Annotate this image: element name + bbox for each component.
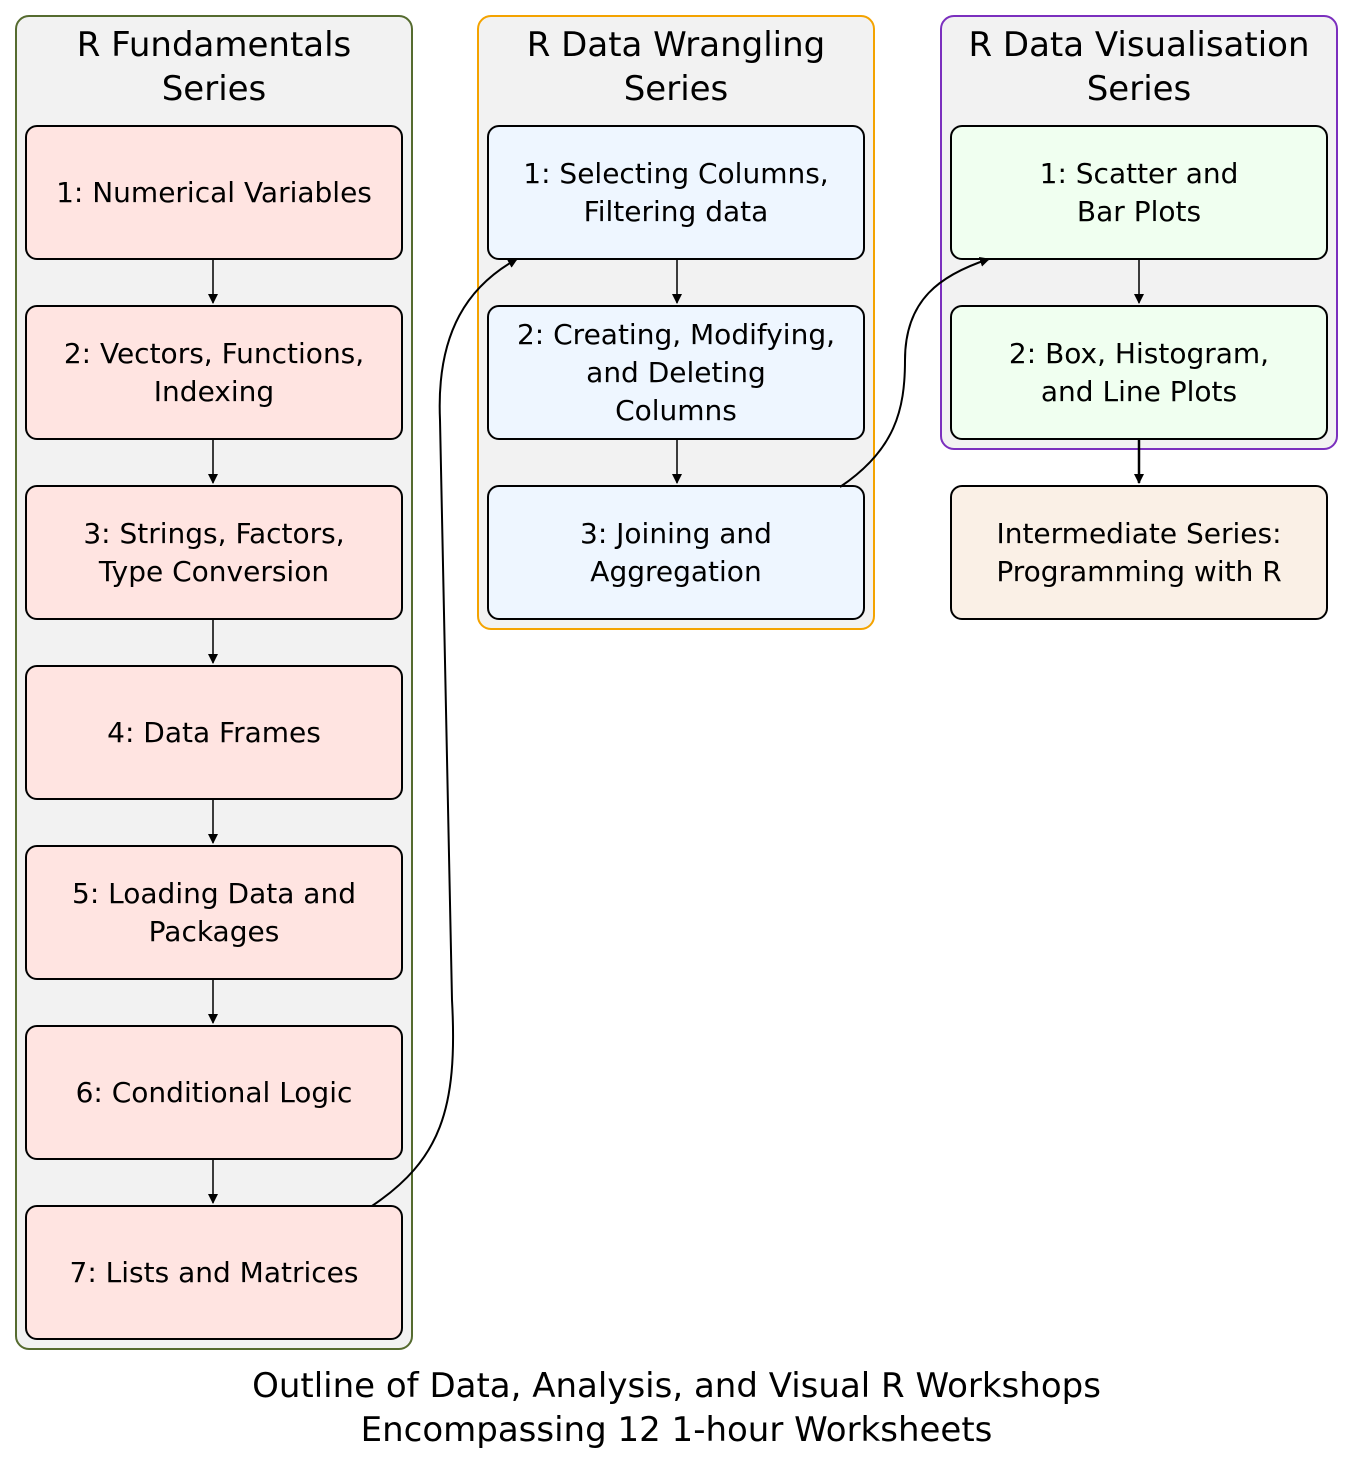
node-scatter-and-bar-plots: 1: Scatter and Bar Plots xyxy=(950,125,1328,260)
node-data-frames: 4: Data Frames xyxy=(25,665,403,800)
node-label: 4: Data Frames xyxy=(107,715,321,749)
cluster-title-wrangling: R Data Wrangling Series xyxy=(526,25,826,109)
node-label: 3: Strings, Factors, Type Conversion xyxy=(83,516,345,588)
node-label: 5: Loading Data and Packages xyxy=(72,876,356,948)
node-label: 1: Selecting Columns, Filtering data xyxy=(523,156,829,228)
node-label: 7: Lists and Matrices xyxy=(69,1255,359,1289)
node-creating-modifying-deleting-columns: 2: Creating, Modifying, and Deleting Col… xyxy=(487,305,865,440)
node-joining-and-aggregation: 3: Joining and Aggregation xyxy=(487,485,865,620)
node-conditional-logic: 6: Conditional Logic xyxy=(25,1025,403,1160)
diagram-caption: Outline of Data, Analysis, and Visual R … xyxy=(252,1366,1101,1450)
cluster-title-fundamentals: R Fundamentals Series xyxy=(76,25,352,109)
node-label: 1: Scatter and Bar Plots xyxy=(1039,156,1239,228)
node-lists-and-matrices: 7: Lists and Matrices xyxy=(25,1205,403,1340)
node-intermediate-series: Intermediate Series: Programming with R xyxy=(950,485,1328,620)
node-selecting-columns-filtering: 1: Selecting Columns, Filtering data xyxy=(487,125,865,260)
node-label: 6: Conditional Logic xyxy=(75,1075,353,1109)
node-vectors-functions-indexing: 2: Vectors, Functions, Indexing xyxy=(25,305,403,440)
node-label: Intermediate Series: Programming with R xyxy=(996,516,1282,588)
node-label: 2: Vectors, Functions, Indexing xyxy=(63,336,365,408)
node-label: 2: Creating, Modifying, and Deleting Col… xyxy=(516,317,836,427)
node-label: 1: Numerical Variables xyxy=(56,175,372,209)
node-loading-data-and-packages: 5: Loading Data and Packages xyxy=(25,845,403,980)
node-strings-factors-type-conversion: 3: Strings, Factors, Type Conversion xyxy=(25,485,403,620)
node-numerical-variables: 1: Numerical Variables xyxy=(25,125,403,260)
node-label: 2: Box, Histogram, and Line Plots xyxy=(1008,336,1270,408)
node-box-histogram-line-plots: 2: Box, Histogram, and Line Plots xyxy=(950,305,1328,440)
cluster-title-visualisation: R Data Visualisation Series xyxy=(968,25,1310,109)
node-label: 3: Joining and Aggregation xyxy=(580,516,772,588)
